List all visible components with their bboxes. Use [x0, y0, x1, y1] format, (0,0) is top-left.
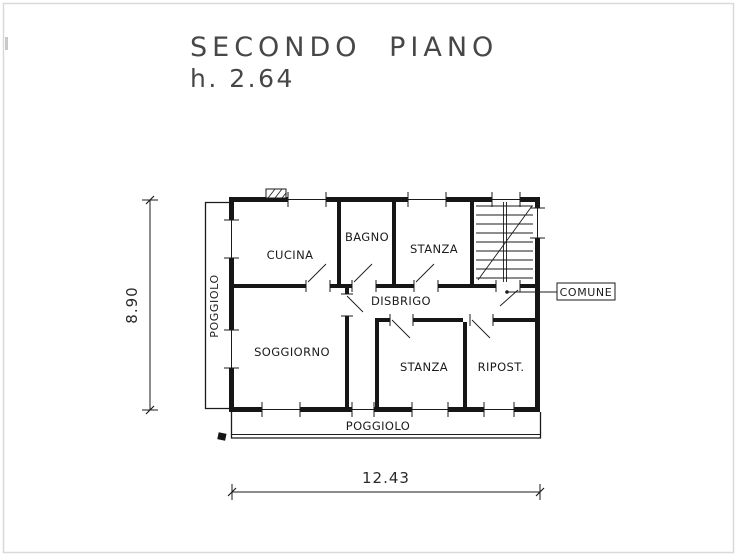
bottom-balcony-outline — [230, 412, 542, 439]
door-leaves — [307, 263, 519, 339]
chimney-vent — [265, 188, 287, 199]
room-label-bagno: BAGNO — [345, 230, 389, 244]
room-label-disbrigo: DISBRIGO — [371, 294, 431, 308]
plan-height-note: h. 2.64 — [190, 64, 295, 93]
room-label-stanza-top: STANZA — [410, 242, 458, 256]
dimension-height: 8.90 — [123, 195, 158, 415]
staircase — [476, 202, 533, 282]
dimension-height-label: 8.90 — [123, 286, 141, 323]
room-label-comune: COMUNE — [560, 286, 613, 299]
scan-edge-mark — [5, 37, 8, 50]
room-label-stanza-bottom: STANZA — [400, 360, 448, 374]
dimension-width: 12.43 — [227, 469, 545, 500]
dimension-width-label: 12.43 — [362, 469, 410, 487]
interior-walls — [234, 202, 535, 407]
window-jamb-ticks — [224, 192, 545, 417]
comune-box — [556, 282, 616, 301]
window-lines — [231, 199, 538, 410]
scan-artifact — [217, 432, 227, 441]
comune-annotation: COMUNE — [505, 282, 616, 301]
door-jamb-ticks — [305, 280, 521, 326]
balcony-label-bottom: POGGIOLO — [346, 419, 411, 433]
comune-leader-dot — [505, 290, 509, 294]
left-balcony-outline — [204, 201, 232, 410]
room-label-soggiorno: SOGGIORNO — [254, 345, 330, 359]
plan-title: SECONDO PIANO — [190, 32, 498, 63]
exterior-walls — [229, 197, 540, 412]
balcony-label-left: POGGIOLO — [208, 274, 221, 337]
room-label-ripostiglio: RIPOST. — [478, 360, 525, 374]
room-label-cucina: CUCINA — [267, 248, 314, 262]
